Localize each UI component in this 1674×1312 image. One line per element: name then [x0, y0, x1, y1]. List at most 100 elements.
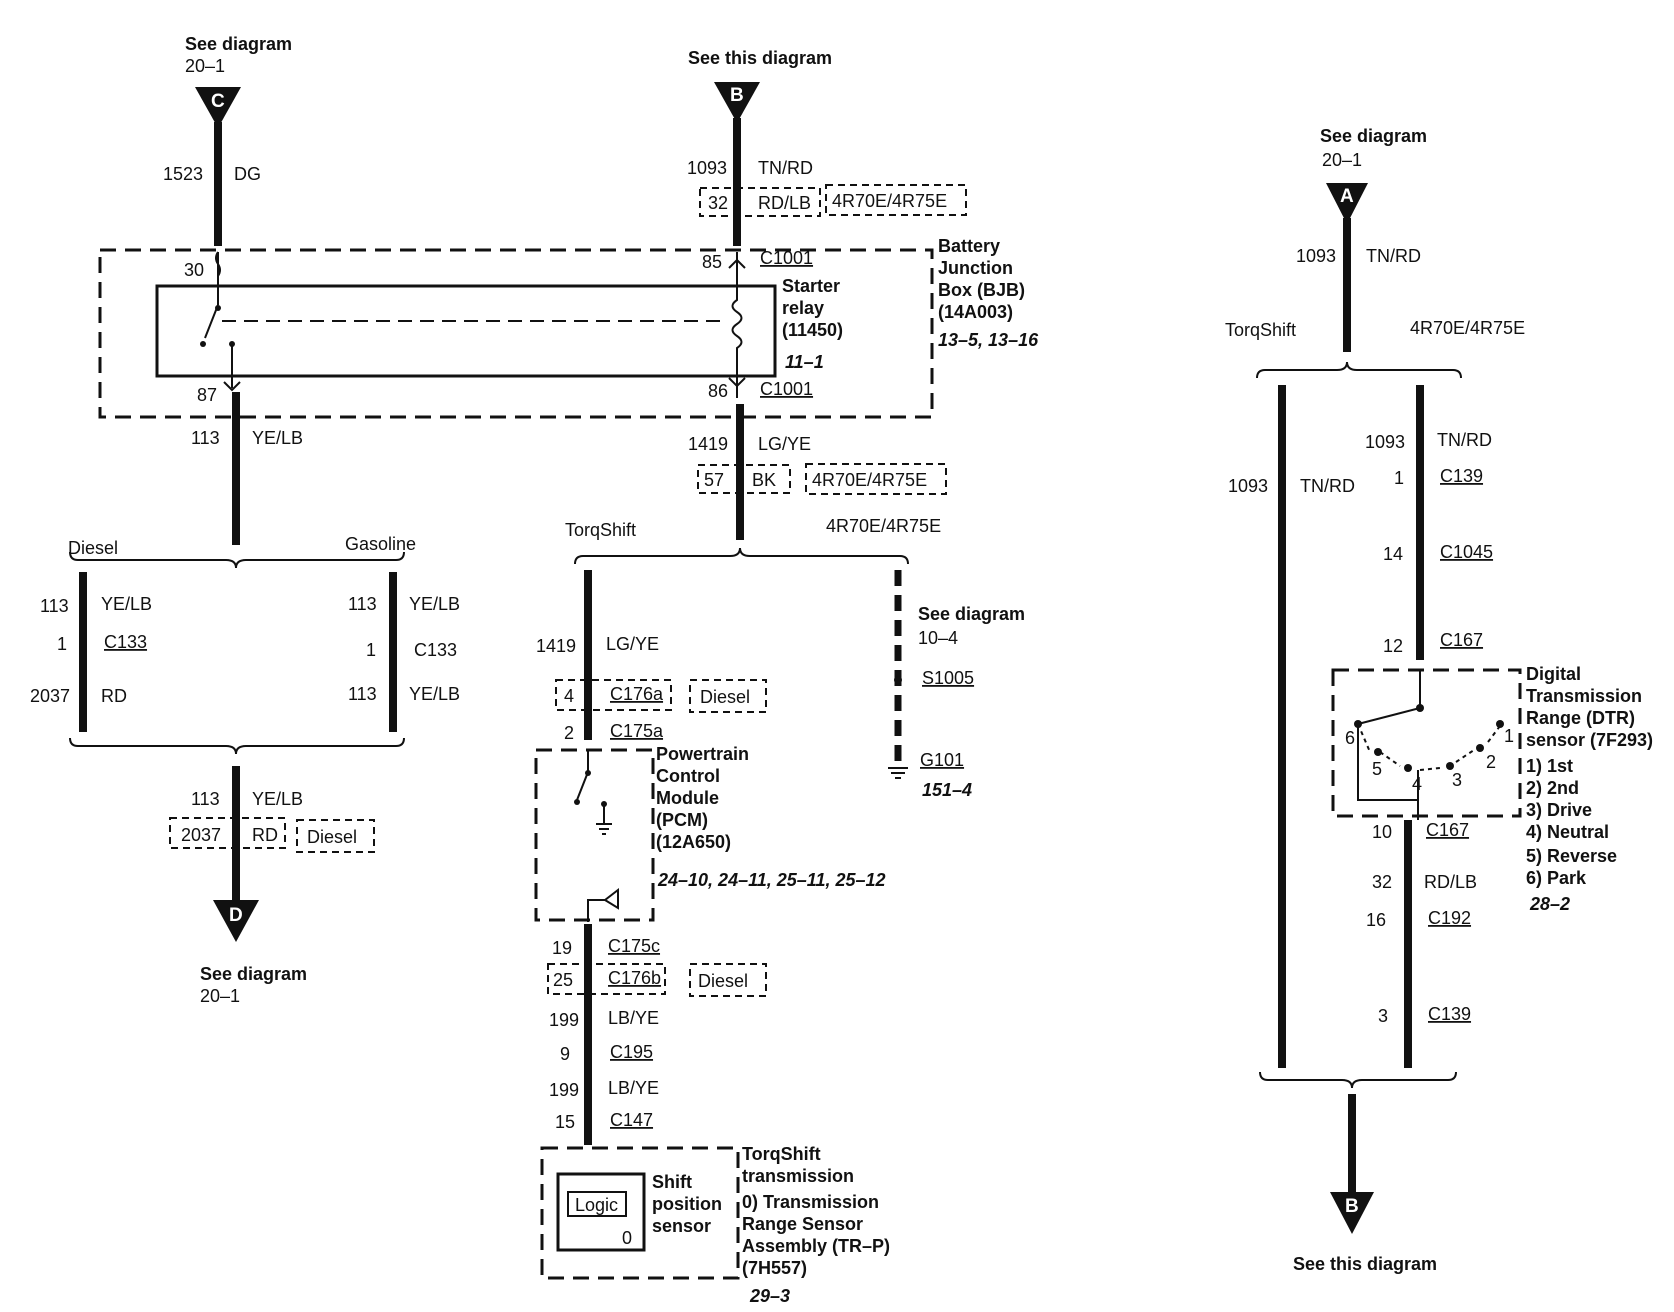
tr-line-5: Assembly (TR–P)	[742, 1236, 890, 1256]
diesel-option-box	[689, 679, 767, 713]
splice-s1005-dot	[894, 676, 902, 684]
dtr-line-3: Range (DTR)	[1526, 708, 1635, 728]
circuit-32-label: 32	[1372, 872, 1392, 892]
connector-c-page: 20–1	[185, 56, 225, 76]
connector-d-ref: See diagram	[200, 964, 307, 984]
connector-c-ref: See diagram	[185, 34, 292, 54]
circuit-1523-label: 1523	[163, 164, 203, 184]
pin-85: 85	[702, 252, 722, 272]
pcm-switch	[576, 750, 612, 835]
pin-9: 9	[560, 1044, 570, 1064]
pin-19: 19	[552, 938, 572, 958]
wire-color-bk: BK	[752, 470, 776, 490]
pin-4: 4	[564, 686, 574, 706]
pin-15: 15	[555, 1112, 575, 1132]
dtr-output-wiring	[1357, 724, 1419, 820]
shift-position-sensor-box	[556, 1172, 646, 1252]
pcm-contact-dot	[601, 801, 607, 807]
bjb-line-3: Box (BJB)	[938, 280, 1025, 300]
relay-line-3: (11450)	[782, 320, 843, 340]
dtr-pos-1: 1	[1504, 726, 1514, 746]
dtr-pivot-dot	[1416, 704, 1424, 712]
pcm-line-4: (PCM)	[656, 810, 708, 830]
diesel-option-label: Diesel	[307, 827, 357, 847]
connector-a-triangle	[1326, 183, 1368, 224]
wire-color-tnrd: TN/RD	[1437, 430, 1492, 450]
diesel-c176b-box	[547, 963, 666, 995]
bjb-line-1: Battery	[938, 236, 1000, 256]
circuit-113-label: 113	[348, 594, 377, 614]
shift-sensor-line-2: position	[652, 1194, 722, 1214]
diesel-label: Diesel	[68, 538, 118, 558]
s1005-ref-line-2: 10–4	[918, 628, 958, 648]
diesel-option-box	[689, 963, 767, 997]
connector-d-page: 20–1	[200, 986, 240, 1006]
connector-c175a: C175a	[610, 721, 664, 741]
gasoline-label: Gasoline	[345, 534, 416, 554]
wire-color-yelb: YE/LB	[252, 428, 303, 448]
connector-c167: C167	[1426, 820, 1469, 840]
torqshift-label: TorqShift	[1225, 320, 1296, 340]
circuit-1093-label: 1093	[1296, 246, 1336, 266]
dtr-line-4: sensor (7F293)	[1526, 730, 1653, 750]
pin-85-arrow	[728, 258, 746, 269]
relay-switch-wiring	[204, 251, 233, 388]
pin-86: 86	[708, 381, 728, 401]
tr-ref: 29–3	[749, 1286, 790, 1306]
wire-color-yelb: YE/LB	[409, 684, 460, 704]
dtr-contact-5	[1374, 748, 1382, 756]
wire-color-rd: RD	[252, 825, 278, 845]
dtr-position-3: 3) Drive	[1526, 800, 1592, 820]
bjb-line-4: (14A003)	[938, 302, 1013, 322]
dtr-pos-5: 5	[1372, 759, 1382, 779]
connector-c1001: C1001	[760, 379, 813, 399]
model-option-box	[825, 184, 967, 216]
connector-c-letter: C	[211, 91, 225, 112]
connector-c-triangle	[195, 87, 241, 128]
circuit-32-label: 32	[708, 193, 728, 213]
relay-contact-dot	[215, 305, 221, 311]
pcm-input-buffer	[587, 887, 619, 922]
wire-color-rdlb: RD/LB	[758, 193, 811, 213]
connector-c139: C139	[1428, 1004, 1471, 1024]
wire-color-tnrd: TN/RD	[1300, 476, 1355, 496]
wire-color-lbye: LB/YE	[608, 1008, 659, 1028]
connector-c176a: C176a	[610, 684, 664, 704]
dtr-position-5: 5) Reverse	[1526, 846, 1617, 866]
sensor-zero-label: 0	[622, 1228, 632, 1248]
pcm-line-1: Powertrain	[656, 744, 749, 764]
wire-color-yelb: YE/LB	[252, 789, 303, 809]
g101-ref: 151–4	[922, 780, 972, 800]
wire-color-tnrd: TN/RD	[1366, 246, 1421, 266]
connector-a-letter: A	[1340, 186, 1354, 207]
pcm-line-3: Module	[656, 788, 719, 808]
relay-line-2: relay	[782, 298, 824, 318]
circuit-199-label: 199	[549, 1080, 579, 1100]
circuit-1419-label: 1419	[536, 636, 576, 656]
dtr-sensor-box	[1331, 668, 1522, 818]
pin-3: 3	[1378, 1006, 1388, 1026]
connector-b-bottom-triangle	[1330, 1192, 1374, 1234]
dtr-line-2: Transmission	[1526, 686, 1642, 706]
bjb-line-2: Junction	[938, 258, 1013, 278]
ground-g101-symbol	[888, 767, 908, 779]
dtr-contact-arc	[1357, 723, 1501, 771]
relay-contact-dot	[229, 341, 235, 347]
connector-b-bottom-letter: B	[1345, 1196, 1359, 1217]
dtr-position-6: 6) Park	[1526, 868, 1587, 888]
wire-color-rd: RD	[101, 686, 127, 706]
dtr-position-1: 1) 1st	[1526, 756, 1573, 776]
connector-c133: C133	[414, 640, 457, 660]
shift-sensor-line-3: sensor	[652, 1216, 711, 1236]
wire-color-rdlb: RD/LB	[1424, 872, 1477, 892]
connector-c167: C167	[1440, 630, 1483, 650]
dtr-contact-2	[1476, 744, 1484, 752]
pin-12: 12	[1383, 636, 1403, 656]
relay-contact-dot	[200, 341, 206, 347]
wire-color-yelb: YE/LB	[101, 594, 152, 614]
connector-a-page: 20–1	[1322, 150, 1362, 170]
connector-b-top-triangle	[714, 82, 760, 123]
tr-line-1: TorqShift	[742, 1144, 821, 1164]
logic-label: Logic	[575, 1195, 618, 1215]
tr-line-6: (7H557)	[742, 1258, 807, 1278]
